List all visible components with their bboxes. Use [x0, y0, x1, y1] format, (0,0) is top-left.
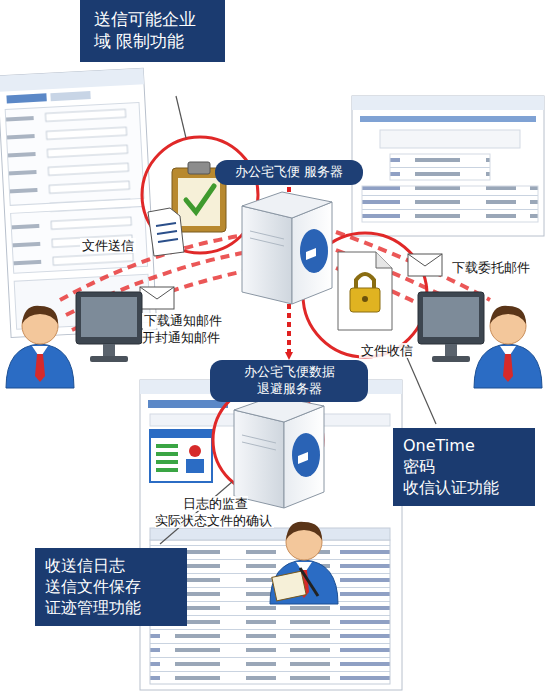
clipboard-icon-part — [178, 178, 220, 226]
window-card-part — [156, 452, 178, 456]
annotation: 下载通知邮件 开封通知邮件 — [132, 313, 232, 347]
screenshot-right-part — [380, 130, 520, 148]
annotation-text: 日志的监查 实际状态文件的确认 — [155, 496, 274, 528]
screenshot-bottom-part — [150, 528, 390, 540]
document-icon-part — [157, 231, 177, 234]
window-card-part — [150, 430, 212, 482]
annotation: 文件收信 — [352, 343, 422, 360]
screenshot-right-part — [352, 96, 544, 110]
screenshot-left-part — [0, 68, 144, 92]
clipboard-small-part — [272, 571, 306, 601]
clipboard-small — [272, 568, 318, 601]
document-icon-part — [148, 208, 184, 256]
monitor — [418, 292, 484, 362]
window-card-part — [189, 445, 201, 457]
label-text: 办公宅飞便数据 退避服务器 — [216, 364, 362, 398]
screenshot-bottom — [140, 380, 402, 690]
annotation: 下载委托邮件 — [438, 260, 544, 277]
screenshot-bottom-part — [148, 400, 228, 408]
screenshot-left-part — [5, 103, 144, 206]
label-box: 送信可能企业 域 限制功能 — [80, 0, 225, 62]
lock-document-icon-part — [376, 252, 392, 268]
annotation-text: 文件收信 — [359, 343, 415, 358]
label-text: 办公宅飞便 服务器 — [221, 164, 357, 181]
window-card-part — [156, 444, 178, 448]
window-card-part — [156, 460, 178, 464]
screenshot-left-part — [50, 91, 90, 101]
annotation: 文件送信 — [66, 238, 150, 255]
monitor — [76, 292, 142, 362]
screenshot-right — [352, 96, 544, 236]
mail-icon — [140, 287, 174, 309]
annotation: 日志的监查 实际状态文件的确认 — [138, 496, 290, 530]
document-icon — [148, 208, 184, 256]
screenshot-right-part — [390, 154, 490, 180]
screenshot-right-part — [352, 96, 544, 236]
lock-document-icon-part — [350, 288, 380, 312]
label-text: 送信可能企业 域 限制功能 — [94, 8, 198, 52]
person-receiver — [474, 306, 542, 388]
clipboard-icon-part — [188, 162, 210, 174]
screenshot-bottom-part — [140, 380, 402, 690]
window-card — [150, 430, 212, 482]
lock-document-icon-part — [338, 252, 392, 330]
document-icon-part — [156, 223, 176, 226]
label-box: 收送信日志 送信文件保存 证迹管理功能 — [35, 548, 187, 626]
screenshot-right-part — [360, 116, 536, 122]
clipboard-small-part — [300, 568, 318, 596]
screenshot-left-part — [11, 206, 148, 273]
annotation-text: 下载委托邮件 — [450, 260, 532, 275]
server-icon — [242, 192, 332, 304]
screenshot-left-part — [6, 93, 46, 103]
label-text: OneTime 密码 收信认证功能 — [403, 436, 503, 498]
person-sender — [6, 306, 74, 388]
annotation-text: 下载通知邮件 开封通知邮件 — [142, 313, 222, 345]
leader-lines-part — [176, 96, 186, 138]
backup-server-icon — [234, 396, 324, 508]
clipboard-icon-part — [186, 186, 214, 212]
label-text: 收送信日志 送信文件保存 证迹管理功能 — [45, 556, 165, 618]
label-box: 办公宅飞便 服务器 — [215, 160, 363, 185]
label-box: 办公宅飞便数据 退避服务器 — [210, 360, 368, 402]
window-card-part — [150, 430, 212, 438]
screenshot-right-part — [362, 186, 538, 222]
lock-document-icon-part — [362, 296, 368, 302]
window-card-part — [186, 459, 204, 473]
window-card-part — [156, 468, 178, 472]
document-icon-part — [158, 239, 178, 242]
person-auditor — [270, 522, 338, 604]
label-box: OneTime 密码 收信认证功能 — [393, 428, 535, 506]
lock-document-icon — [338, 252, 392, 330]
annotation-text: 文件送信 — [80, 238, 136, 253]
mail-icon — [408, 254, 442, 276]
